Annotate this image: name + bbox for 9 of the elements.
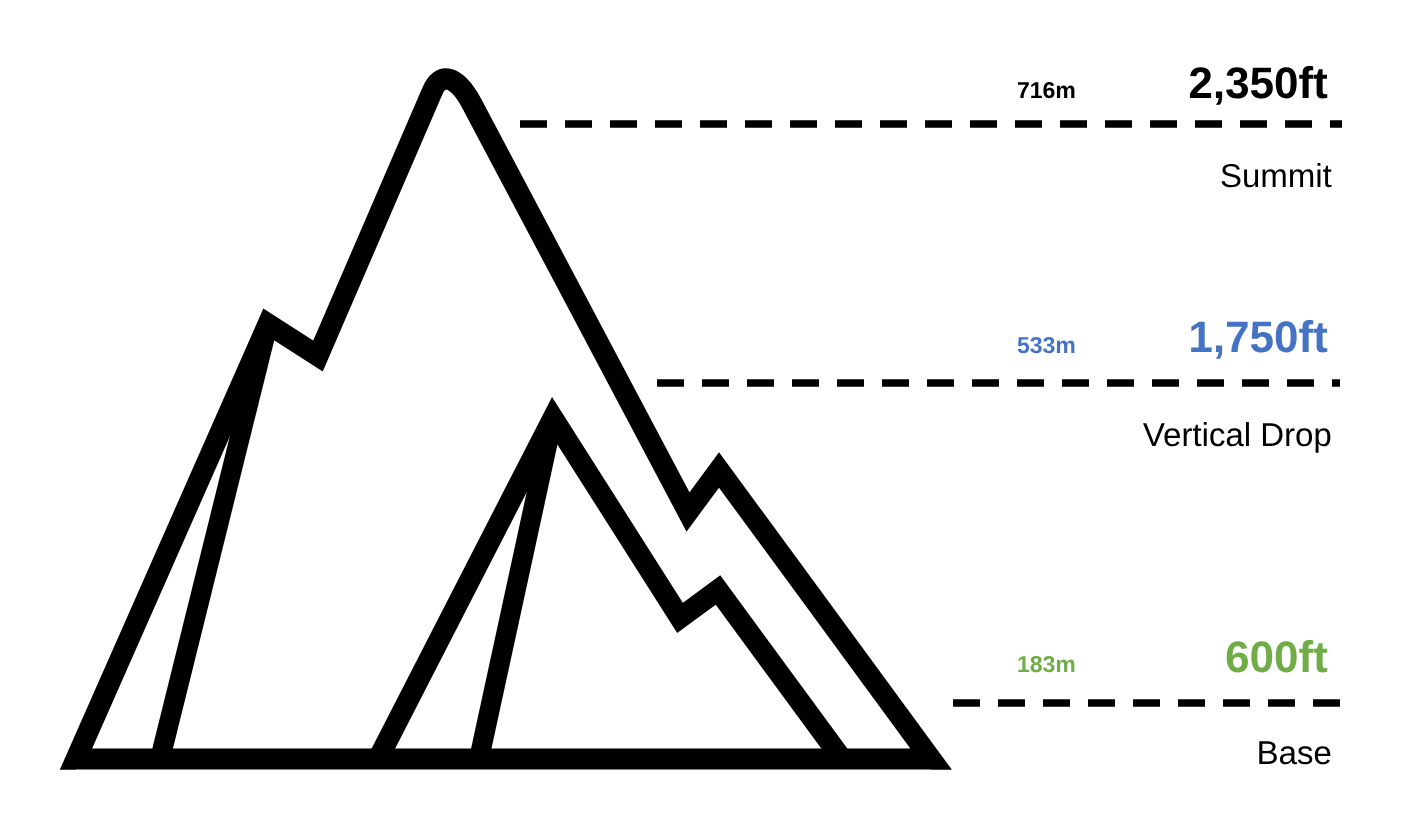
level-label: Summit [1221, 163, 1332, 188]
level-label: Vertical Drop [1143, 422, 1331, 453]
feet-label: 1,750ft [1191, 320, 1328, 359]
meters-label: 183m [1018, 655, 1075, 673]
feet-label: 2,350ft [1189, 66, 1328, 105]
feet-label: 600ft [1226, 640, 1328, 673]
level-label: Base [1259, 741, 1331, 765]
meters-label: 533m [1017, 336, 1075, 354]
meters-label: 716m [1017, 81, 1075, 99]
